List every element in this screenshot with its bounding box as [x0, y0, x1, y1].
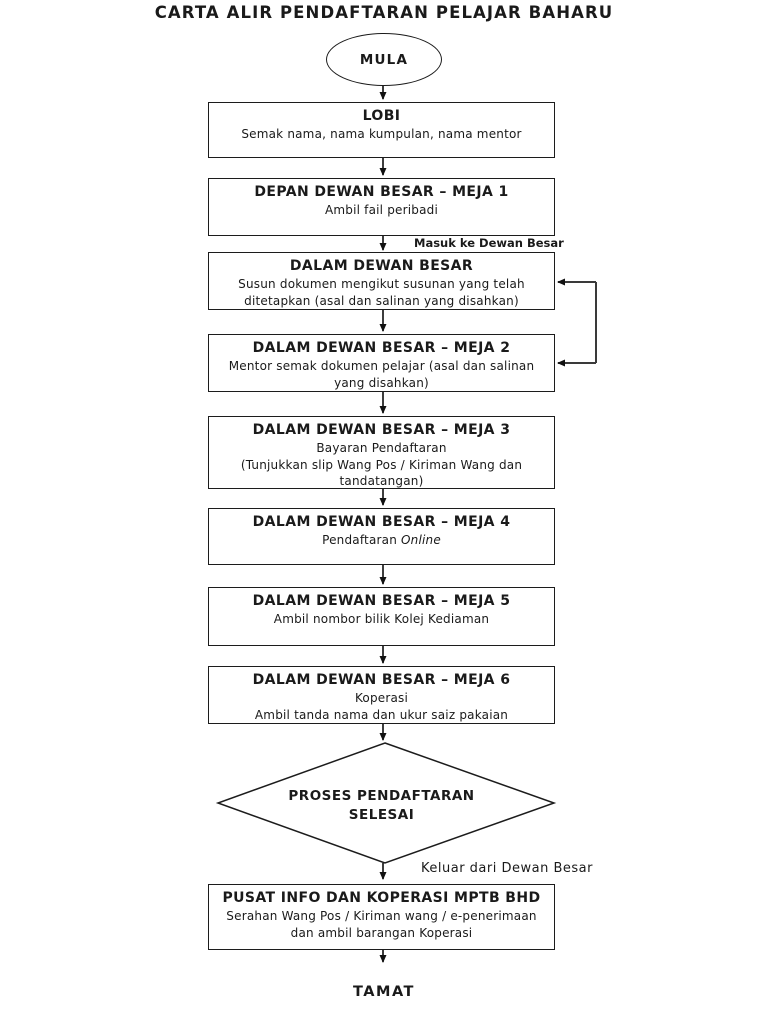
node-body-text: Pendaftaran — [322, 533, 397, 547]
node-body-line: Bayaran Pendaftaran — [316, 441, 447, 455]
decision-diamond — [215, 742, 557, 864]
edge-label-keluar: Keluar dari Dewan Besar — [421, 861, 593, 876]
start-terminator: MULA — [326, 33, 442, 86]
node-body: Semak nama, nama kumpulan, nama mentor — [241, 127, 522, 141]
node-body-line: Serahan Wang Pos / Kiriman wang / e-pene… — [226, 909, 537, 923]
node-body-line: Ambil tanda nama dan ukur saiz pakaian — [254, 707, 509, 722]
flow-node-lobi: LOBI Semak nama, nama kumpulan, nama men… — [208, 102, 555, 158]
node-title: LOBI — [362, 108, 401, 124]
edge-label-masuk: Masuk ke Dewan Besar — [414, 236, 564, 250]
node-body-italic-text: Online — [401, 533, 441, 547]
page-title: CARTA ALIR PENDAFTARAN PELAJAR BAHARU — [154, 3, 614, 22]
flow-node-meja2: DALAM DEWAN BESAR – MEJA 2 Mentor semak … — [208, 334, 555, 392]
node-title: DALAM DEWAN BESAR – MEJA 4 — [252, 514, 511, 530]
node-body: Bayaran Pendaftaran (Tunjukkan slip Wang… — [209, 440, 554, 490]
node-title: DALAM DEWAN BESAR – MEJA 6 — [252, 672, 511, 688]
decision-line-1: PROSES PENDAFTARAN — [288, 788, 475, 804]
node-title: DALAM DEWAN BESAR – MEJA 2 — [252, 340, 511, 356]
flow-node-meja3: DALAM DEWAN BESAR – MEJA 3 Bayaran Penda… — [208, 416, 555, 489]
flow-node-meja6: DALAM DEWAN BESAR – MEJA 6 Koperasi Ambi… — [208, 666, 555, 724]
flow-node-meja4: DALAM DEWAN BESAR – MEJA 4 Pendaftaran O… — [208, 508, 555, 565]
node-title: PUSAT INFO DAN KOPERASI MPTB BHD — [222, 890, 541, 906]
node-body-line: Koperasi — [354, 691, 409, 705]
node-body: Serahan Wang Pos / Kiriman wang / e-pene… — [209, 908, 554, 941]
node-title: DALAM DEWAN BESAR – MEJA 3 — [252, 422, 511, 438]
node-body-line: (Tunjukkan slip Wang Pos / Kiriman Wang … — [240, 457, 523, 489]
node-body: Susun dokumen mengikut susunan yang tela… — [238, 277, 525, 308]
node-title: DALAM DEWAN BESAR — [289, 258, 474, 274]
flow-node-meja1: DEPAN DEWAN BESAR – MEJA 1 Ambil fail pe… — [208, 178, 555, 236]
node-body: Ambil nombor bilik Kolej Kediaman — [273, 612, 490, 626]
node-body: Ambil fail peribadi — [324, 203, 439, 217]
decision-label: PROSES PENDAFTARAN SELESAI — [208, 787, 555, 825]
node-body: Mentor semak dokumen pelajar (asal dan s… — [228, 359, 535, 390]
node-title: DALAM DEWAN BESAR – MEJA 5 — [252, 593, 511, 609]
node-body: Koperasi Ambil tanda nama dan ukur saiz … — [209, 690, 554, 723]
decision-line-2: SELESAI — [348, 807, 415, 823]
node-body-line: dan ambil barangan Koperasi — [290, 925, 473, 940]
flow-node-pusat-info: PUSAT INFO DAN KOPERASI MPTB BHD Serahan… — [208, 884, 555, 950]
node-body: Pendaftaran Online — [209, 532, 554, 549]
node-title: DEPAN DEWAN BESAR – MEJA 1 — [254, 184, 509, 200]
start-label: MULA — [359, 51, 409, 68]
end-terminator-label: TAMAT — [353, 984, 415, 1000]
flow-node-meja5: DALAM DEWAN BESAR – MEJA 5 Ambil nombor … — [208, 587, 555, 646]
flow-node-dewan-besar: DALAM DEWAN BESAR Susun dokumen mengikut… — [208, 252, 555, 310]
